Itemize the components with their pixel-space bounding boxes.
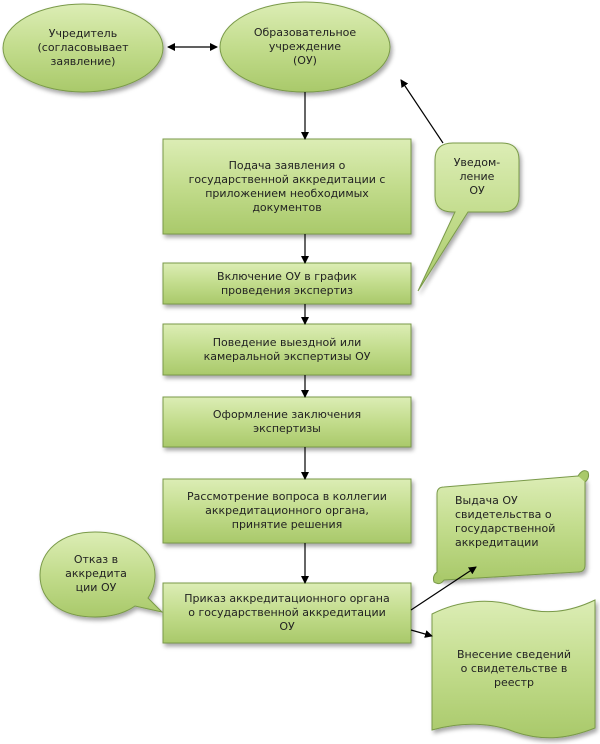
- review-box: [162, 478, 412, 544]
- order-label: Приказ аккредитационного органа о госуда…: [184, 592, 390, 633]
- refusal-label: Отказ в аккредита ции ОУ: [65, 553, 127, 594]
- schedule-label: Включение ОУ в график проведения эксперт…: [217, 269, 357, 297]
- application-label: Подача заявления о государственной аккре…: [188, 158, 386, 214]
- order-box: [162, 582, 412, 644]
- certificate-label: Выдача ОУ свидетельства о государственно…: [455, 494, 556, 549]
- institution-label: Образовательное учреждение (ОУ): [253, 26, 357, 67]
- inspection-label: Поведение выездной или камеральной экспе…: [203, 335, 371, 363]
- inspection-box: [162, 323, 412, 376]
- notice-label: Уведом- ление ОУ: [453, 156, 501, 197]
- order-registry-connector: [410, 629, 433, 638]
- schedule-box: [162, 262, 412, 305]
- conclusion-box: [162, 396, 412, 448]
- registry-label: Внесение сведений о свидетельстве в реес…: [456, 648, 572, 689]
- review-label: Рассмотрение вопроса в коллегии аккредит…: [187, 490, 387, 531]
- certificate-scroll-curl-bottom: [432, 571, 445, 585]
- conclusion-label: Оформление заключения экспертизы: [212, 408, 362, 435]
- registry-wave: [431, 599, 596, 739]
- notice-institution-connector: [400, 79, 444, 144]
- application-box: [162, 138, 412, 235]
- notice-callout: [417, 142, 520, 292]
- order-certificate-connector: [410, 566, 477, 611]
- refusal-callout: [39, 531, 164, 618]
- founder-label: Учредитель (согласовывает заявление): [37, 27, 129, 68]
- certificate-scroll-curl: [577, 470, 590, 483]
- founder-ellipse: [2, 3, 164, 93]
